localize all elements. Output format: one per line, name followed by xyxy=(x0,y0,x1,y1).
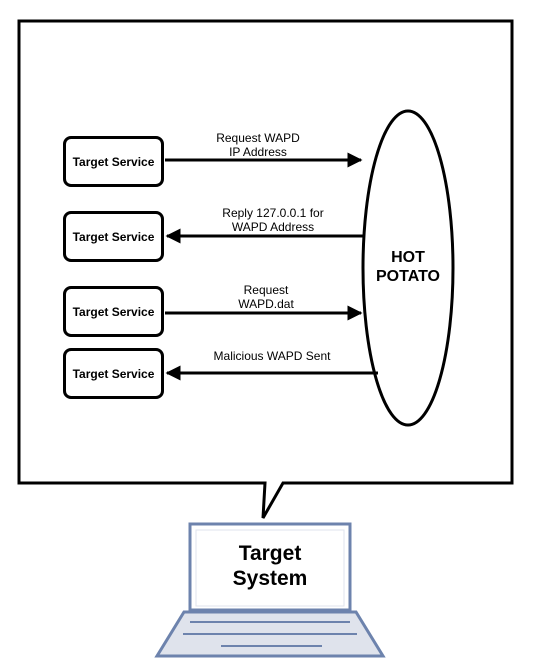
arrow-label-line: WAPD Address xyxy=(231,220,315,234)
arrow-label-line: Request WAPD xyxy=(216,131,300,145)
target-service-box: Target Service xyxy=(63,348,164,399)
target-service-box: Target Service xyxy=(63,136,164,187)
target-system-label: Target System xyxy=(196,541,344,591)
arrow-label-reply-loopback: Reply 127.0.0.1 for WAPD Address xyxy=(188,206,358,234)
target-service-box: Target Service xyxy=(63,211,164,262)
arrow-label-line: WAPD.dat xyxy=(238,297,294,311)
hot-potato-line: POTATO xyxy=(376,268,440,285)
hot-potato-ellipse xyxy=(361,109,455,427)
target-service-box: Target Service xyxy=(63,286,164,337)
laptop-screen xyxy=(195,529,345,607)
arrow-label-malicious-wapd: Malicious WAPD Sent xyxy=(187,349,357,363)
laptop-icon xyxy=(154,522,386,658)
arrow-label-line: Request xyxy=(243,283,289,297)
hot-potato-line: HOT xyxy=(391,249,425,266)
arrow-label-request-wapd-dat: Request WAPD.dat xyxy=(181,283,351,311)
arrow-label-line: IP Address xyxy=(229,145,287,159)
arrow-label-line: Malicious WAPD Sent xyxy=(213,349,331,363)
target-system-line: Target xyxy=(238,542,302,565)
target-system-line: System xyxy=(232,567,308,590)
arrow-label-line: Reply 127.0.0.1 for xyxy=(222,206,324,220)
arrow-label-request-ip: Request WAPD IP Address xyxy=(173,131,343,159)
hot-potato-label: HOT POTATO xyxy=(363,248,453,286)
